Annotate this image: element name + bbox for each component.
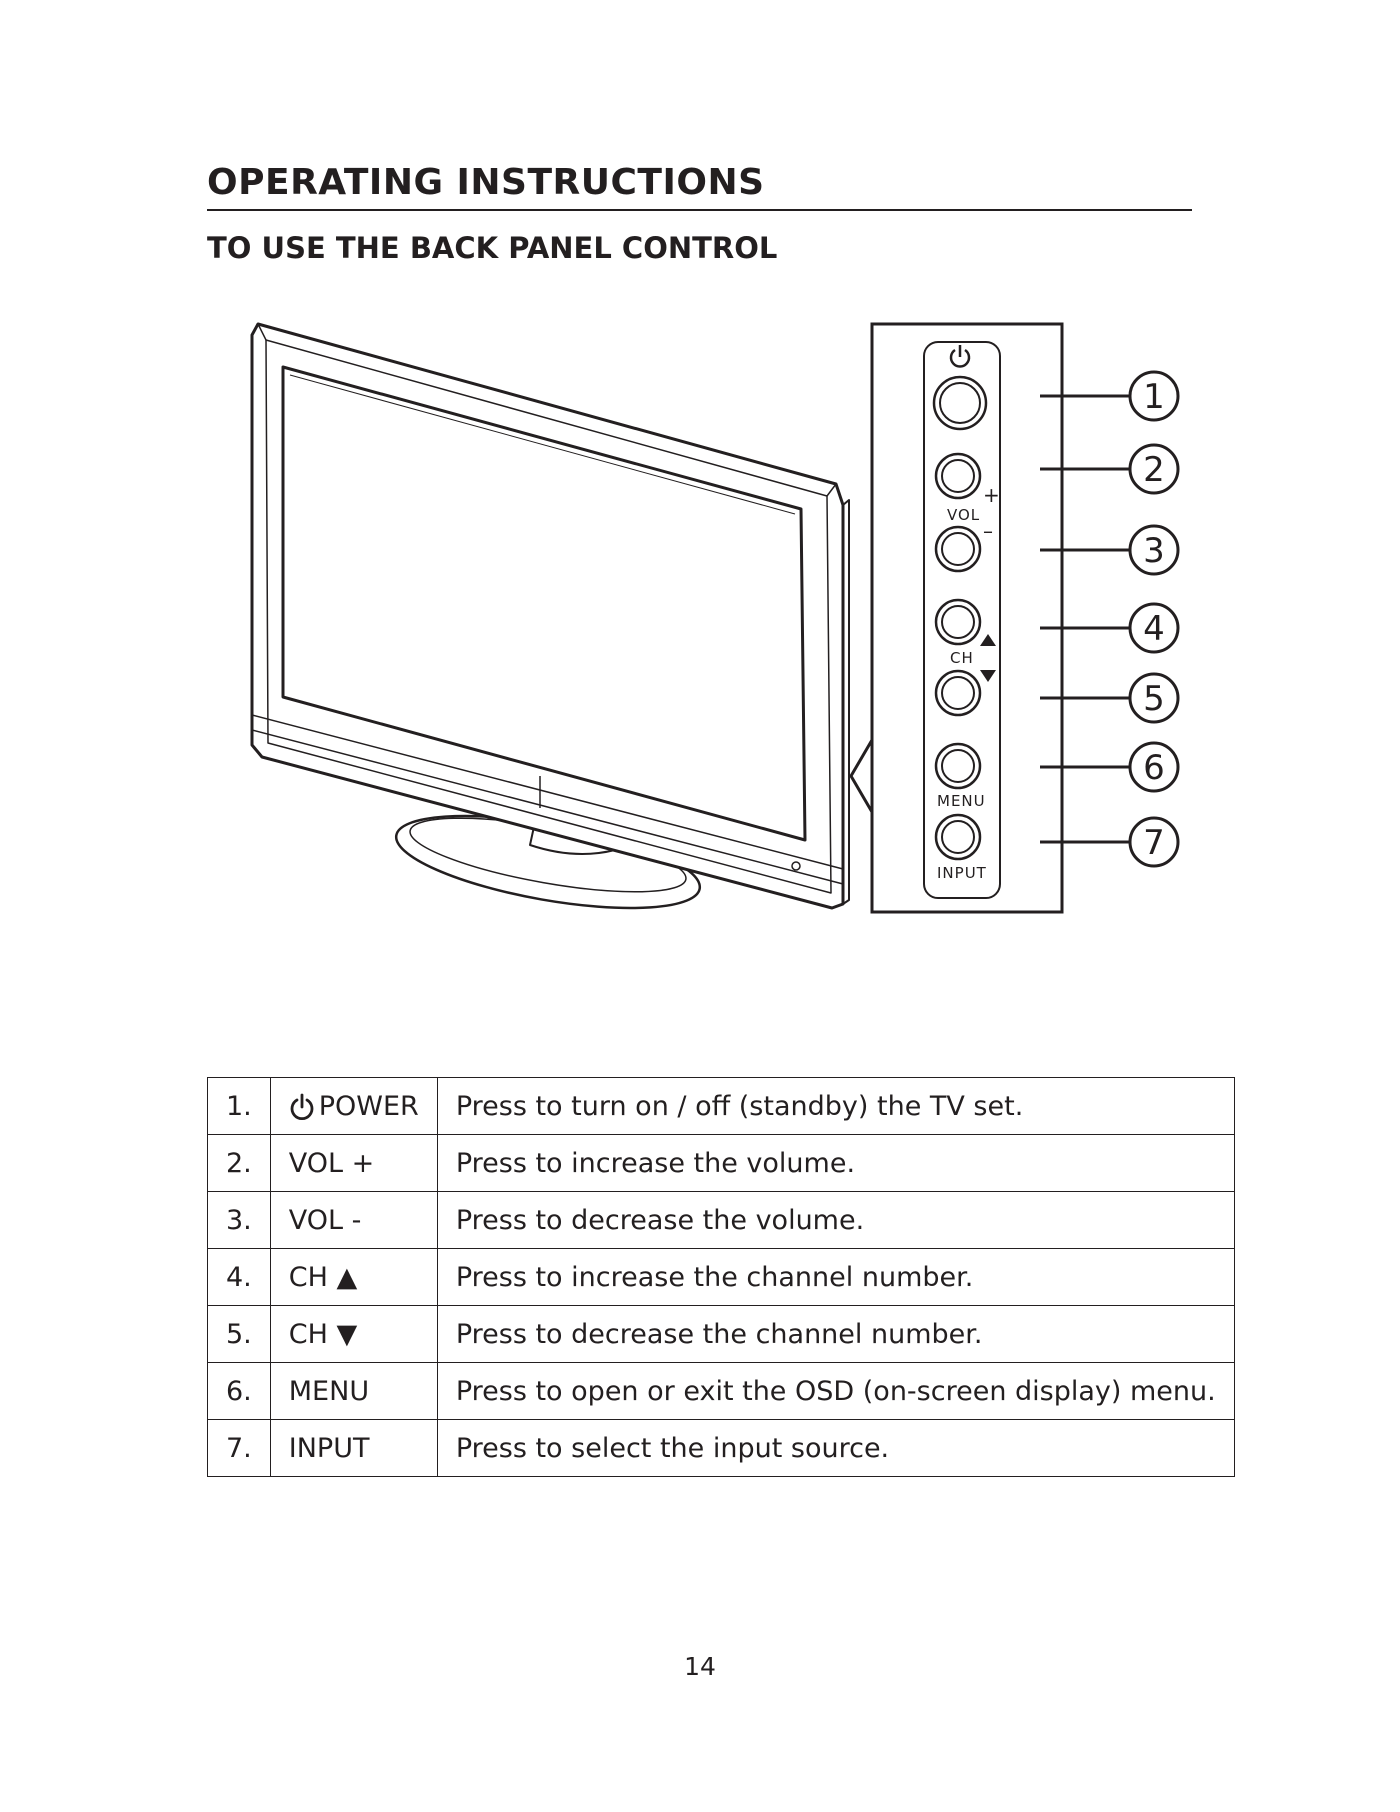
- control-name: VOL +: [269, 1134, 438, 1192]
- power-icon: [290, 1093, 314, 1121]
- callout-5: 5: [1143, 679, 1165, 719]
- tv-illustration: [250, 322, 850, 910]
- panel-button-power: [932, 375, 988, 431]
- control-name: CH ▲: [269, 1248, 438, 1306]
- table-row: 1. POWER Press to turn on / off (standby…: [207, 1077, 1235, 1135]
- page-number: 14: [684, 1652, 716, 1681]
- control-description: Press to select the input source.: [436, 1419, 1235, 1477]
- tv-screen: [281, 365, 807, 842]
- controls-table: 1. POWER Press to turn on / off (standby…: [207, 1077, 1235, 1477]
- control-name: MENU: [269, 1362, 438, 1420]
- panel-label-menu: MENU: [937, 792, 986, 810]
- control-name-text: POWER: [318, 1090, 419, 1122]
- table-row: 4. CH ▲ Press to increase the channel nu…: [207, 1248, 1235, 1306]
- control-description: Press to decrease the channel number.: [436, 1305, 1235, 1363]
- panel-label-ch: CH: [950, 649, 974, 667]
- row-number: 1.: [207, 1077, 271, 1135]
- tv-bezel: [250, 322, 845, 910]
- row-number: 5.: [207, 1305, 271, 1363]
- callout-circles: [1128, 370, 1180, 868]
- title-divider: [207, 209, 1192, 211]
- zoom-connector: [849, 739, 874, 813]
- table-row: 6. MENU Press to open or exit the OSD (o…: [207, 1362, 1235, 1420]
- row-number: 6.: [207, 1362, 271, 1420]
- section-subtitle: TO USE THE BACK PANEL CONTROL: [207, 231, 778, 265]
- back-panel-diagram: + VOL – CH MENU INPUT 1 2 3 4 5 6 7: [250, 322, 1180, 914]
- panel-label-plus: +: [983, 483, 1000, 507]
- row-number: 2.: [207, 1134, 271, 1192]
- control-description: Press to open or exit the OSD (on-screen…: [436, 1362, 1235, 1420]
- control-panel-zoom: [870, 322, 1064, 914]
- row-number: 7.: [207, 1419, 271, 1477]
- control-description: Press to turn on / off (standby) the TV …: [436, 1077, 1235, 1135]
- callout-4: 4: [1143, 609, 1165, 649]
- control-name: VOL -: [269, 1191, 438, 1249]
- panel-label-input: INPUT: [937, 864, 987, 882]
- control-name: POWER: [269, 1077, 438, 1135]
- panel-power-icon: [949, 345, 971, 368]
- panel-button-vol-plus: [934, 452, 982, 500]
- ch-down-triangle-icon: [980, 670, 996, 682]
- control-name: INPUT: [269, 1419, 438, 1477]
- panel-button-menu: [934, 742, 982, 790]
- table-row: 7. INPUT Press to select the input sourc…: [207, 1419, 1235, 1477]
- page-title: OPERATING INSTRUCTIONS: [207, 162, 765, 203]
- ch-up-triangle-icon: [980, 634, 996, 646]
- panel-button-ch-down: [934, 669, 982, 717]
- control-description: Press to increase the channel number.: [436, 1248, 1235, 1306]
- callout-2: 2: [1143, 450, 1165, 490]
- row-number: 4.: [207, 1248, 271, 1306]
- control-description: Press to increase the volume.: [436, 1134, 1235, 1192]
- callout-3: 3: [1143, 531, 1165, 571]
- callout-7: 7: [1143, 823, 1165, 863]
- control-description: Press to decrease the volume.: [436, 1191, 1235, 1249]
- row-number: 3.: [207, 1191, 271, 1249]
- callout-6: 6: [1143, 748, 1165, 788]
- panel-label-vol: VOL: [947, 506, 980, 524]
- table-row: 3. VOL - Press to decrease the volume.: [207, 1191, 1235, 1249]
- callout-lines: [1040, 394, 1130, 844]
- panel-label-minus: –: [983, 519, 993, 543]
- panel-button-input: [934, 813, 982, 861]
- table-row: 5. CH ▼ Press to decrease the channel nu…: [207, 1305, 1235, 1363]
- control-name: CH ▼: [269, 1305, 438, 1363]
- callout-1: 1: [1143, 377, 1165, 417]
- panel-button-ch-up: [934, 598, 982, 646]
- table-row: 2. VOL + Press to increase the volume.: [207, 1134, 1235, 1192]
- panel-button-vol-minus: [934, 525, 982, 573]
